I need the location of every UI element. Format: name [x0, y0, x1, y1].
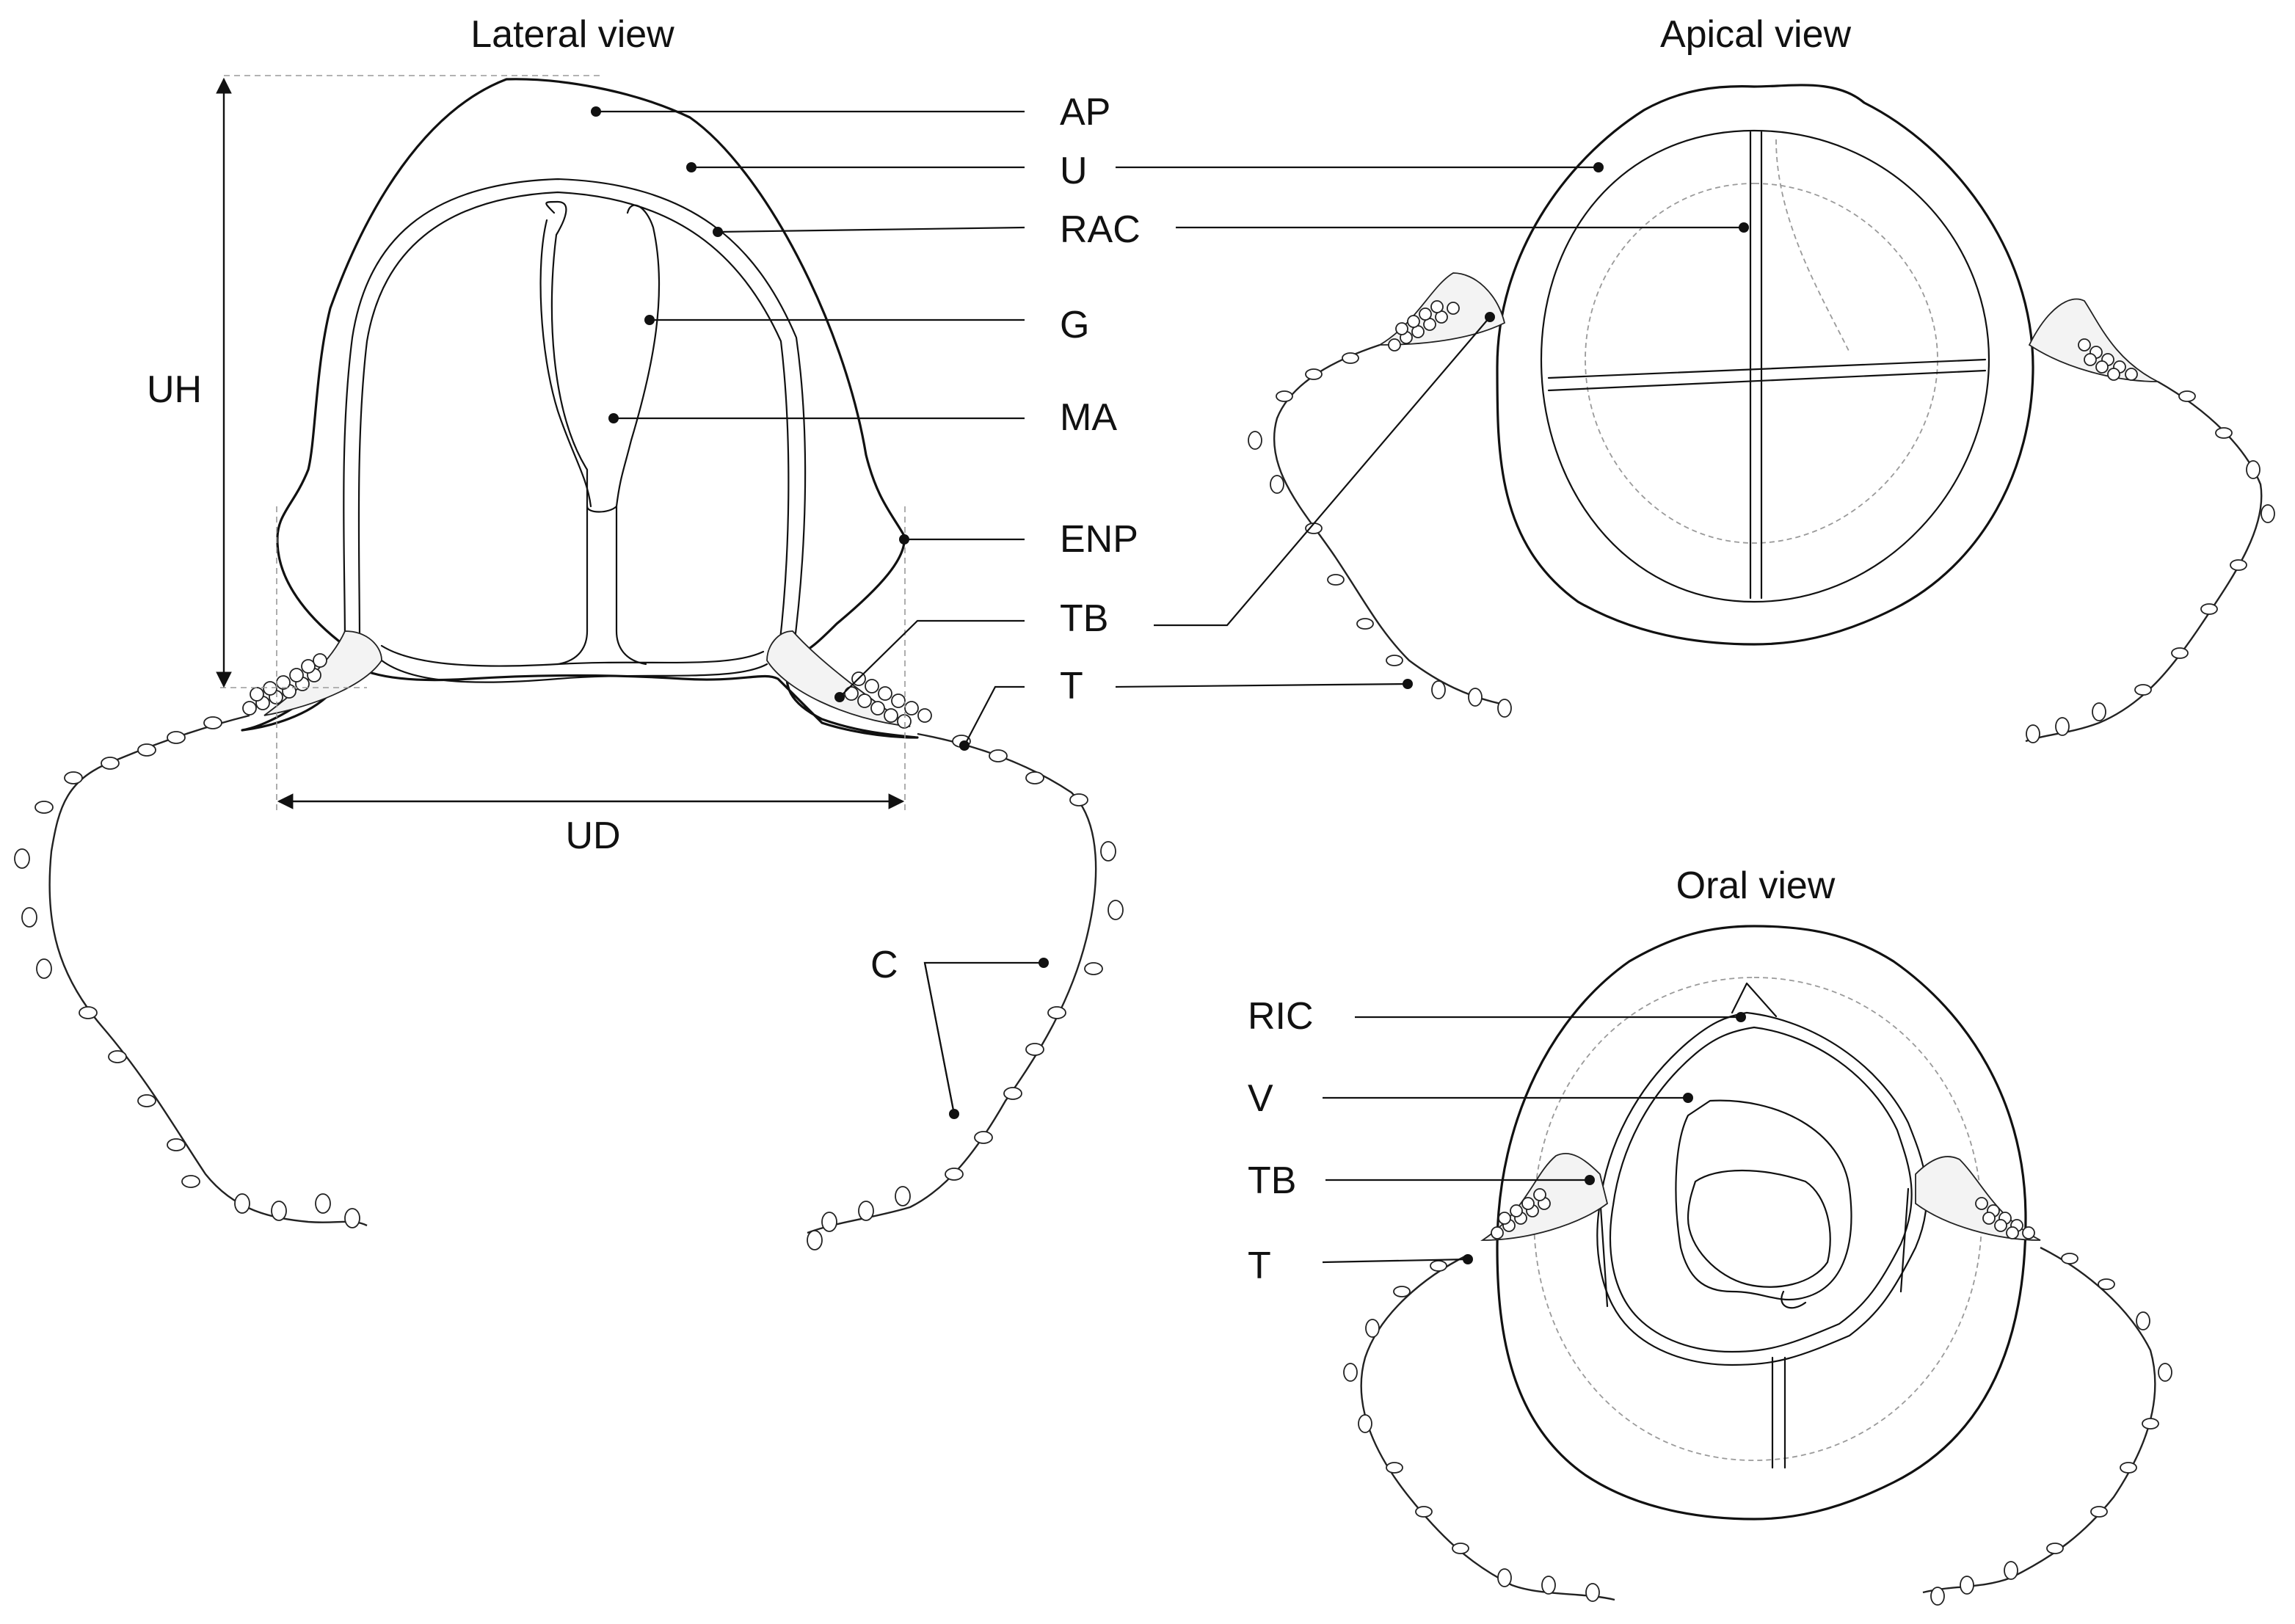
- lateral-leader-enp: [899, 534, 1025, 545]
- lateral-leader-t: [959, 685, 1025, 751]
- lateral-tentacle-left: [48, 714, 368, 1227]
- apical-tentacle-right: [2025, 380, 2263, 743]
- lateral-tentacle-right-cnidocysts: [807, 735, 1124, 1250]
- apical-radial-canal-horizontal: [1547, 358, 1987, 392]
- apical-umbrella-outline: [1496, 84, 2034, 646]
- lateral-leader-c: [923, 958, 1049, 1119]
- oral-leader-v: [1323, 1093, 1693, 1103]
- apical-leader-rac: [1176, 222, 1749, 233]
- apical-tentacle-left-cnidocysts: [1248, 352, 1512, 718]
- oral-mouth: [1687, 1169, 1831, 1288]
- label-g: G: [1060, 304, 1089, 346]
- apical-tentacle-left: [1273, 343, 1505, 706]
- lateral-leader-rac: [713, 226, 1025, 237]
- oral-radial-canal: [1771, 1356, 1786, 1469]
- apical-view-title: Apical view: [1660, 13, 1852, 56]
- apical-cnidocyst-cluster-right: [2078, 338, 2138, 381]
- oral-velum: [1596, 1011, 1928, 1366]
- lateral-leader-u: [686, 162, 1025, 172]
- label-oral-tb: TB: [1248, 1159, 1296, 1202]
- label-ma: MA: [1060, 396, 1117, 439]
- oral-umbrella-outline: [1496, 925, 2027, 1521]
- lateral-tentacle-left-cnidocysts: [14, 716, 360, 1228]
- ud-label: UD: [565, 815, 620, 857]
- oral-manubrium: [1675, 1099, 1852, 1301]
- apical-tentacle-bulb-right: [2028, 298, 2158, 382]
- oral-cnidocyst-cluster-left: [1491, 1188, 1551, 1239]
- oral-tentacle-left: [1360, 1253, 1615, 1601]
- oral-tentacle-left-cnidocysts: [1343, 1260, 1600, 1602]
- lateral-tentacle-right: [807, 732, 1097, 1234]
- apical-tentacle-right-cnidocysts: [2026, 390, 2275, 743]
- lateral-subumbrella-inner: [357, 191, 790, 647]
- apical-cnidocyst-cluster-left: [1388, 300, 1460, 352]
- oral-tentacle-right-cnidocysts: [1930, 1253, 2172, 1606]
- label-u: U: [1060, 150, 1088, 192]
- label-ric: RIC: [1248, 995, 1314, 1038]
- lateral-gonad: [545, 200, 661, 513]
- lateral-leader-ap: [591, 106, 1025, 117]
- label-ap: AP: [1060, 91, 1110, 134]
- label-enp: ENP: [1060, 518, 1138, 561]
- oral-view-title: Oral view: [1676, 864, 1836, 907]
- apical-view: Apical view: [1115, 13, 2275, 743]
- label-c: C: [870, 944, 898, 986]
- lateral-cnidocyst-cluster-left: [242, 653, 327, 715]
- oral-tentacle-right: [1922, 1246, 2156, 1594]
- label-tb: TB: [1060, 597, 1108, 640]
- lateral-leader-tb: [834, 619, 1025, 702]
- label-rac: RAC: [1060, 208, 1141, 251]
- apical-leader-tb: [1154, 312, 1495, 627]
- apical-subumbrella: [1540, 129, 1990, 603]
- lateral-view-title: Lateral view: [470, 13, 674, 56]
- oral-view: Oral view: [1248, 864, 2172, 1606]
- uh-label: UH: [147, 368, 202, 411]
- apical-radial-canal-vertical: [1749, 131, 1763, 600]
- lateral-tentacle-bulb-left: [263, 630, 382, 716]
- lateral-view: Lateral view: [14, 13, 1141, 1250]
- label-t: T: [1060, 665, 1083, 707]
- apical-leader-t: [1115, 679, 1413, 689]
- lateral-manubrium: [556, 505, 647, 666]
- label-oral-t: T: [1248, 1245, 1271, 1287]
- oral-ring-canal-apex: [1731, 982, 1778, 1018]
- apical-leader-u: [1116, 162, 1604, 172]
- oral-leader-tb: [1325, 1175, 1595, 1185]
- lateral-leader-g: [644, 315, 1025, 325]
- oral-leader-ric: [1355, 1012, 1746, 1022]
- lateral-subumbrella: [343, 178, 807, 658]
- oral-cnidocyst-cluster-right: [1975, 1197, 2035, 1239]
- lateral-leader-ma: [608, 413, 1025, 423]
- oral-leader-t: [1322, 1254, 1473, 1264]
- label-v: V: [1248, 1077, 1273, 1120]
- lateral-velum: [380, 659, 768, 683]
- lateral-cnidocyst-cluster-right: [844, 671, 932, 729]
